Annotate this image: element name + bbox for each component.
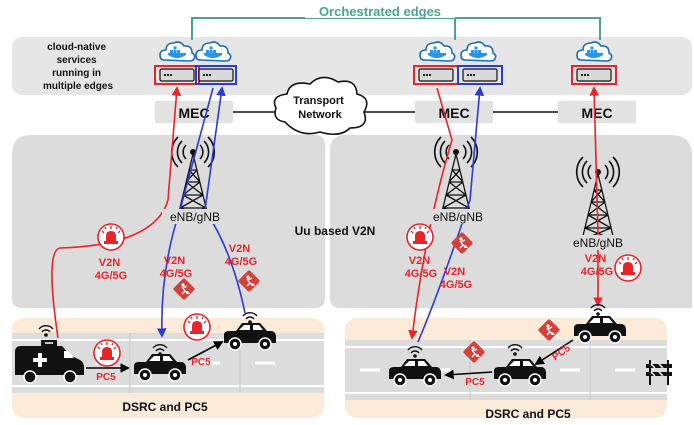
mec-node-2: MEC: [413, 41, 503, 123]
v2n-label-4: V2N 4G/5G: [405, 255, 437, 280]
siren-icon: [183, 313, 211, 341]
v2n-label-2: V2N 4G/5G: [160, 255, 192, 280]
siren-icon: [93, 339, 121, 367]
siren-icon: [406, 223, 434, 251]
transport-label-2: Network: [298, 109, 342, 121]
dsrc-label-right: DSRC and PC5: [485, 407, 571, 421]
server-icon: [462, 68, 498, 82]
uu-based-v2n-label: Uu based V2N: [295, 224, 376, 238]
v2n-label-1: V2N 4G/5G: [95, 257, 127, 282]
server-icon: [576, 68, 612, 82]
v2n-label-5: V2N 4G/5G: [440, 266, 472, 291]
dsrc-label-left: DSRC and PC5: [122, 400, 208, 414]
pc5-label: PC5: [96, 372, 116, 383]
siren-icon: [614, 254, 642, 282]
pc5-label: PC5: [465, 377, 485, 388]
cloud-native-line-3: running in: [52, 68, 101, 79]
enb-label-middle: eNB/gNB: [433, 210, 483, 224]
ambulance-icon: [15, 340, 84, 384]
server-icon: [418, 68, 454, 82]
cloud-native-line-1: cloud-native: [47, 42, 106, 53]
server-icon: [159, 68, 195, 82]
cloud-native-line-4: multiple edges: [43, 81, 113, 92]
svg-text:Transport Network: Transport Network: [293, 95, 347, 121]
transport-network-cloud: Transport Network: [273, 76, 368, 136]
link-red-ambulance: [51, 86, 182, 339]
enb-label-right: eNB/gNB: [573, 236, 623, 250]
cloud-native-label: cloud-native services running in multipl…: [43, 42, 113, 92]
pc5-link-car-car: [187, 341, 224, 361]
cloud-native-line-2: services: [57, 55, 97, 66]
siren-icon: [97, 223, 125, 251]
mec-label: MEC: [438, 105, 469, 121]
mec-label: MEC: [581, 105, 612, 121]
v2n-label-6: V2N 4G/5G: [581, 253, 613, 278]
enb-label-left: eNB/gNB: [170, 210, 220, 224]
pc5-label: PC5: [191, 357, 211, 368]
v2n-label-3: V2N 4G/5G: [225, 243, 257, 268]
orchestration-line: [191, 17, 601, 40]
orchestrated-edges-label: Orchestrated edges: [319, 4, 441, 19]
road-barrier-icon: [646, 360, 672, 385]
pc5-link-car6-car5: [534, 339, 574, 366]
right-cell-area: [330, 135, 692, 308]
pc5-link-car5-car4: [444, 369, 493, 380]
transport-label-1: Transport: [293, 95, 344, 107]
server-icon: [198, 68, 234, 82]
link-red-car6: [589, 86, 603, 307]
mec-label: MEC: [178, 105, 209, 121]
